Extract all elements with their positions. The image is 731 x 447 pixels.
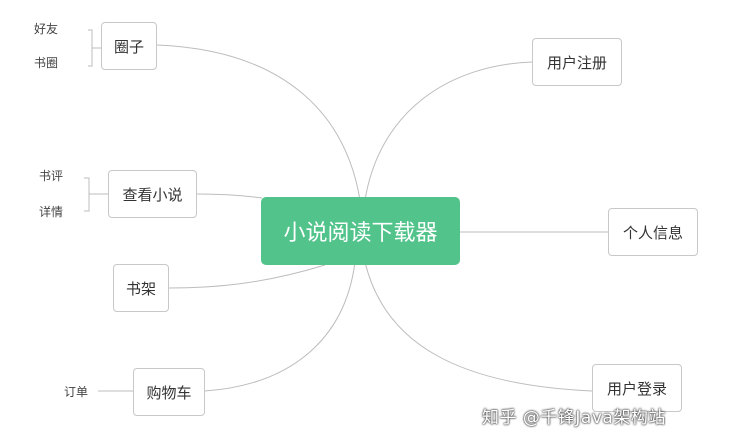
branch-view-novel: 查看小说 — [108, 170, 197, 218]
leaf-book-circle: 书圈 — [34, 56, 59, 70]
branch-view-novel-label: 查看小说 — [122, 185, 183, 204]
branch-cart-label: 购物车 — [146, 383, 192, 402]
connector-bookshelf — [168, 264, 326, 289]
bracket-view-novel — [84, 177, 108, 212]
connector-login — [364, 261, 593, 392]
branch-profile-label: 个人信息 — [622, 223, 683, 242]
leaf-friends: 好友 — [34, 22, 59, 36]
connector-circle — [156, 44, 361, 201]
branch-register-label: 用户注册 — [546, 53, 607, 72]
leaf-order: 订单 — [64, 385, 89, 399]
branch-circle: 圈子 — [101, 22, 157, 70]
branch-bookshelf: 书架 — [113, 264, 169, 312]
branch-bookshelf-label: 书架 — [125, 279, 156, 298]
branch-cart: 购物车 — [133, 368, 205, 416]
leaf-details: 详情 — [39, 205, 64, 219]
branch-login: 用户登录 — [592, 364, 682, 412]
branch-circle-label: 圈子 — [113, 37, 144, 56]
root-node: 小说阅读下载器 — [261, 197, 460, 265]
branch-login-label: 用户登录 — [606, 379, 667, 398]
connector-view-novel — [196, 193, 263, 199]
leaf-book-review: 书评 — [39, 169, 64, 183]
bracket-circle — [88, 29, 102, 67]
connector-cart — [204, 261, 356, 392]
branch-profile: 个人信息 — [608, 208, 698, 256]
root-label: 小说阅读下载器 — [283, 221, 438, 246]
connector-register — [364, 61, 533, 201]
branch-register: 用户注册 — [532, 38, 622, 86]
watermark: 知乎 @千锋Java架构站 — [482, 408, 666, 428]
